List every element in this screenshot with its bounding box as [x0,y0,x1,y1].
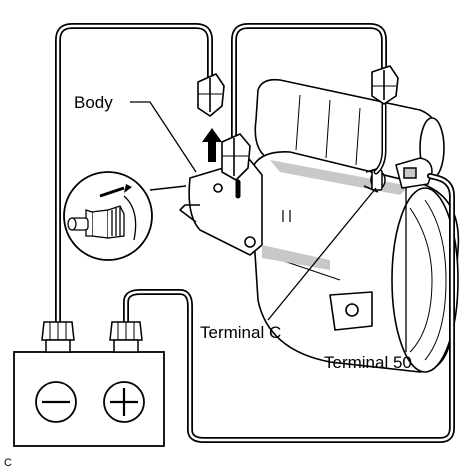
negative-terminal-clamp [41,321,75,353]
minus-icon [35,381,77,423]
body-label: Body [74,93,113,112]
terminal-c-label: Terminal C [200,323,281,342]
terminal-c-leader [267,187,377,321]
battery [13,321,165,447]
corner-code: C [4,457,12,469]
pinion-detail-inset [63,171,187,261]
plus-icon [103,381,145,423]
lower-body-clip [221,133,251,181]
terminal-50-label: Terminal 50 [324,353,412,372]
negative-lead-wire [55,23,213,325]
leader-lines [130,101,407,352]
wires [55,23,455,443]
body-leader [130,101,197,173]
positive-terminal-clamp [109,321,143,353]
up-arrow-icon [202,128,222,162]
terminal-50-connector [395,157,433,189]
upper-right-clip [371,65,399,105]
upper-left-clip [197,73,225,117]
terminal-c-stud [363,167,386,193]
